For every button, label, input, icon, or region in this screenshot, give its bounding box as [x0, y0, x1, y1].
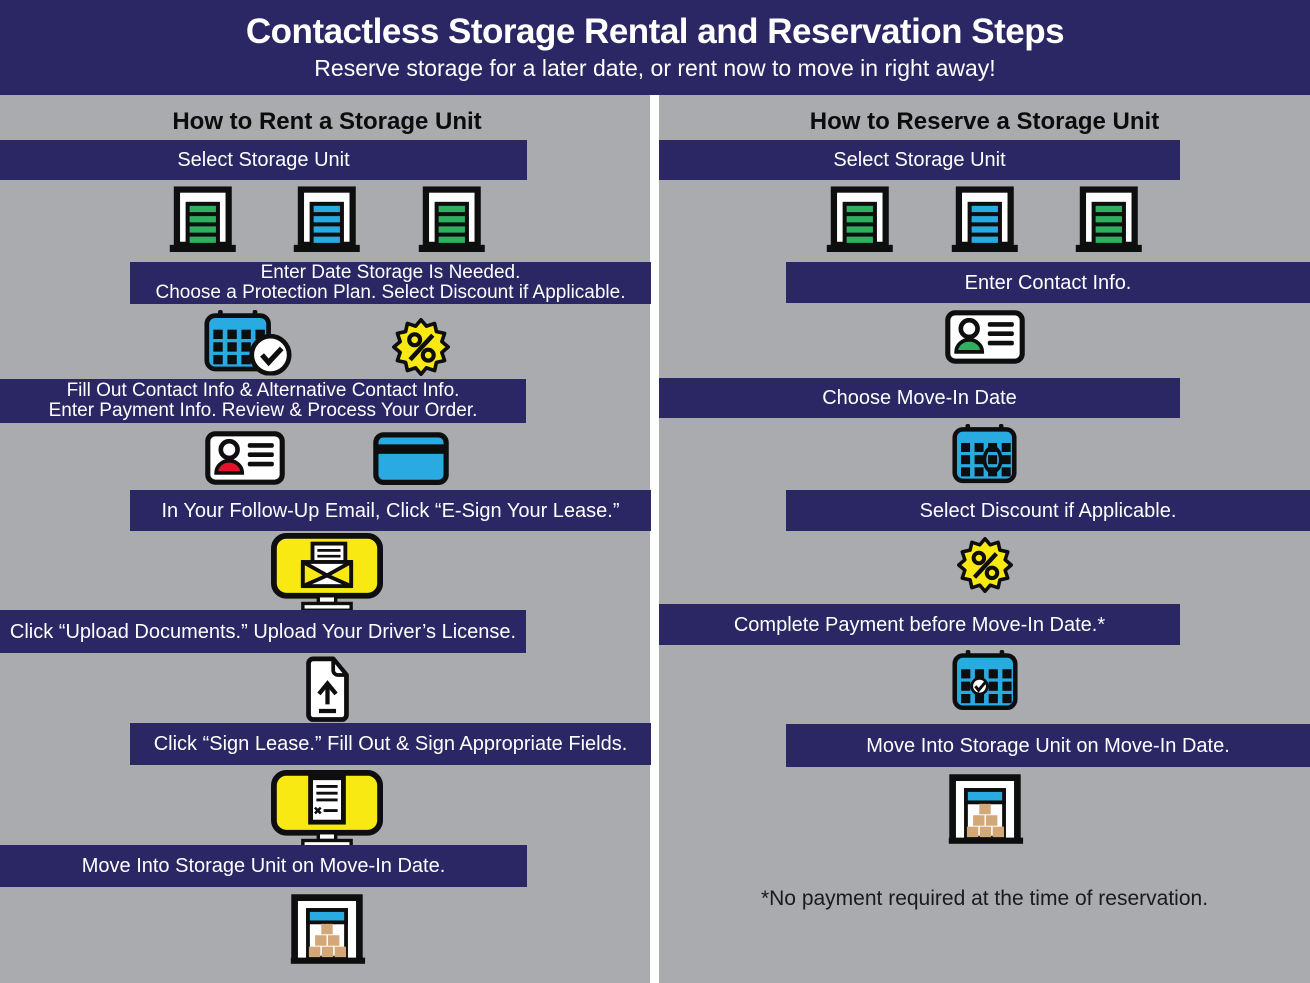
calendar-with-circled-date-icon	[952, 424, 1017, 484]
banner-label: Move Into Storage Unit on Move-In Date.	[81, 855, 446, 877]
header: Contactless Storage Rental and Reservati…	[0, 0, 1310, 95]
banner-label: Enter Contact Info.	[964, 271, 1132, 294]
banner-label: Click “Upload Documents.” Upload Your Dr…	[9, 620, 517, 643]
rent-step-banner-upload: Click “Upload Documents.” Upload Your Dr…	[0, 610, 526, 653]
banner-label: Select Storage Unit	[833, 149, 1006, 171]
banner-label: Select Discount if Applicable.	[919, 499, 1177, 522]
storage-unit-blue-icon	[292, 186, 362, 252]
monitor-with-document-icon	[271, 770, 383, 849]
rent-date-discount-icons-row	[0, 310, 654, 376]
reservation-footnote: *No payment required at the time of rese…	[760, 887, 1209, 910]
rent-move-in-icon-row	[0, 890, 654, 964]
rent-step-banner-esign: In Your Follow-Up Email, Click “E-Sign Y…	[130, 490, 651, 531]
storage-unit-with-boxes-icon	[287, 890, 367, 964]
banner-label: Select Storage Unit	[177, 149, 350, 171]
reserve-step-banner-select-unit: Select Storage Unit	[659, 140, 1180, 180]
credit-card-icon	[373, 432, 449, 485]
banner-label-line1: Enter Date Storage Is Needed.	[260, 261, 521, 283]
percent-starburst-icon	[957, 537, 1013, 593]
rent-step-banner-sign-lease: Click “Sign Lease.” Fill Out & Sign Appr…	[130, 723, 651, 765]
rent-sign-lease-icon-row	[0, 770, 654, 849]
rent-esign-icon-row	[0, 533, 654, 612]
reserve-step-banner-contact-info: Enter Contact Info.	[786, 262, 1310, 303]
rent-upload-icon-row	[0, 656, 654, 722]
storage-unit-green-icon	[417, 186, 487, 252]
rent-storage-units-row	[0, 186, 654, 252]
banner-label-line2: Enter Payment Info. Review & Process You…	[48, 400, 478, 421]
banner-label-line1: Fill Out Contact Info & Alternative Cont…	[66, 379, 460, 401]
banner-label: In Your Follow-Up Email, Click “E-Sign Y…	[161, 499, 620, 522]
document-upload-icon	[300, 656, 355, 722]
storage-unit-blue-icon	[950, 186, 1020, 252]
reserve-step-banner-payment: Complete Payment before Move-In Date.*	[659, 604, 1180, 645]
rent-step-banner-contact-payment: Fill Out Contact Info & Alternative Cont…	[0, 379, 526, 423]
reserve-step-banner-move-in: Move Into Storage Unit on Move-In Date.	[786, 724, 1310, 767]
reserve-calendar-icon-row	[659, 424, 1310, 484]
id-card-icon	[205, 431, 285, 485]
reserve-step-banner-discount: Select Discount if Applicable.	[786, 490, 1310, 531]
storage-unit-green-icon	[1074, 186, 1144, 252]
reserve-discount-icon-row	[659, 537, 1310, 593]
column-divider	[650, 95, 659, 983]
banner-label: Move Into Storage Unit on Move-In Date.	[866, 734, 1230, 757]
rent-contact-payment-icons-row	[0, 430, 654, 485]
rent-step-banner-date-protection: Enter Date Storage Is Needed. Choose a P…	[130, 262, 651, 304]
calendar-with-checked-date-icon	[952, 650, 1018, 711]
main-title: Contactless Storage Rental and Reservati…	[245, 12, 1065, 51]
rent-column-heading: How to Rent a Storage Unit	[172, 108, 482, 135]
id-card-icon	[945, 310, 1025, 364]
monitor-with-email-icon	[271, 533, 383, 612]
reserve-storage-units-row	[659, 186, 1310, 252]
banner-label: Choose Move-In Date	[822, 387, 1017, 409]
storage-unit-green-icon	[825, 186, 895, 252]
calendar-with-checkmark-icon	[204, 310, 292, 376]
subtitle: Reserve storage for a later date, or ren…	[314, 55, 996, 81]
banner-label: Click “Sign Lease.” Fill Out & Sign Appr…	[153, 733, 628, 755]
banner-label: Complete Payment before Move-In Date.*	[733, 613, 1106, 636]
banner-label-line2: Choose a Protection Plan. Select Discoun…	[155, 282, 626, 303]
percent-starburst-icon	[392, 318, 450, 376]
reserve-contact-icon-row	[659, 310, 1310, 364]
reserve-column-heading: How to Reserve a Storage Unit	[809, 108, 1160, 135]
reserve-move-in-icon-row	[659, 770, 1310, 844]
reserve-payment-calendar-icon-row	[659, 650, 1310, 711]
rent-step-banner-move-in: Move Into Storage Unit on Move-In Date.	[0, 845, 527, 887]
rent-step-banner-select-unit: Select Storage Unit	[0, 140, 527, 180]
reserve-step-banner-move-in-date: Choose Move-In Date	[659, 378, 1180, 418]
storage-unit-with-boxes-icon	[945, 770, 1025, 844]
storage-unit-green-icon	[168, 186, 238, 252]
